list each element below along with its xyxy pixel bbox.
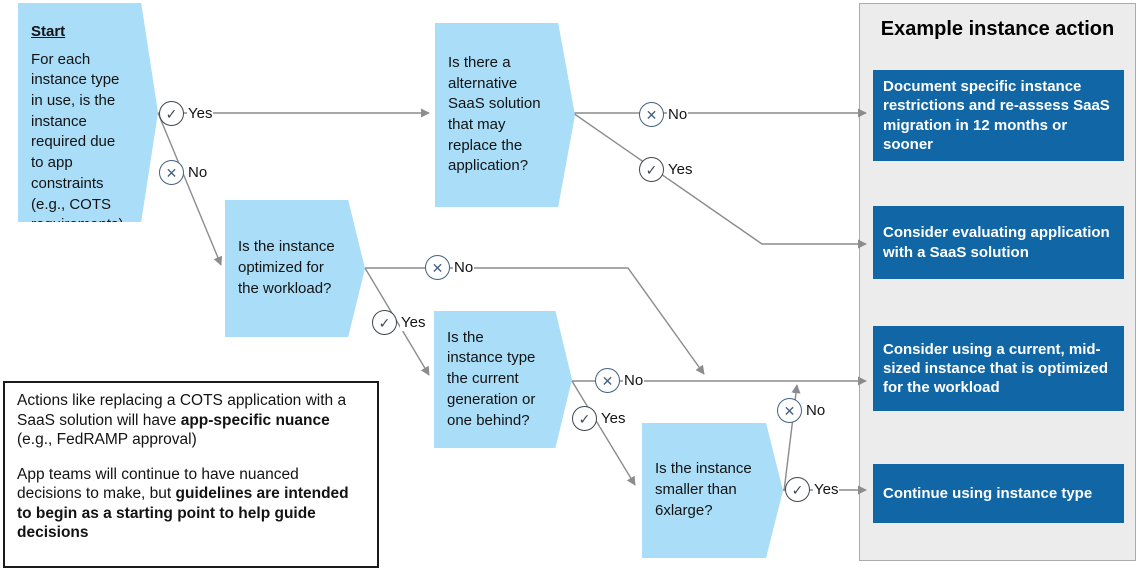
decision-smaller-than-6xlarge: Is the instance smaller than 6xlarge? — [642, 423, 783, 558]
action-text: Document specific instance restrictions … — [883, 78, 1110, 153]
branch-label-no: No — [453, 259, 475, 276]
branch-label-yes: Yes — [187, 105, 214, 122]
no-cross-icon: ✕ — [425, 255, 450, 280]
action-text: Consider using a current, mid-sized inst… — [883, 340, 1109, 397]
branch-6xlarge-yes: ✓ Yes — [785, 477, 840, 502]
decision-optimized-text: Is the instance optimized for the worklo… — [238, 238, 335, 297]
decision-optimized-workload: Is the instance optimized for the worklo… — [225, 200, 365, 337]
action-use-midsized-instance: Consider using a current, mid-sized inst… — [873, 326, 1124, 411]
decision-saas-text: Is there a alternative SaaS solution tha… — [448, 53, 541, 175]
no-cross-icon: ✕ — [639, 102, 664, 127]
example-action-panel: Example instance action Document specifi… — [859, 3, 1136, 561]
connector-generation-yes-to-sixxlarge — [571, 380, 636, 486]
no-cross-icon: ✕ — [595, 368, 620, 393]
yes-check-icon: ✓ — [372, 310, 397, 335]
branch-label-no: No — [187, 164, 209, 181]
branch-label-no: No — [805, 402, 827, 419]
note-paragraph-2: App teams will continue to have nuanced … — [17, 465, 349, 542]
branch-label-yes: Yes — [667, 161, 694, 178]
decision-saas-alternative: Is there a alternative SaaS solution tha… — [435, 23, 575, 207]
panel-title: Example instance action — [880, 18, 1115, 40]
branch-label-yes: Yes — [400, 314, 427, 331]
guidance-note-box: Actions like replacing a COTS applicatio… — [3, 381, 379, 568]
branch-label-yes: Yes — [813, 481, 840, 498]
no-cross-icon: ✕ — [777, 398, 802, 423]
start-question-text: For each instance type in use, is the in… — [31, 50, 124, 234]
action-text: Consider evaluating application with a S… — [883, 224, 1110, 261]
yes-check-icon: ✓ — [785, 477, 810, 502]
decision-current-generation: Is the instance type the current generat… — [434, 311, 572, 448]
branch-label-no: No — [667, 106, 689, 123]
connector-start-no-to-optimized — [157, 112, 223, 266]
yes-check-icon: ✓ — [639, 157, 664, 182]
branch-saas-no: ✕ No — [639, 102, 689, 127]
branch-generation-yes: ✓ Yes — [572, 406, 627, 431]
decision-6xlarge-text: Is the instance smaller than 6xlarge? — [655, 460, 752, 519]
yes-check-icon: ✓ — [572, 406, 597, 431]
branch-optimized-no: ✕ No — [425, 255, 475, 280]
branch-optimized-yes: ✓ Yes — [372, 310, 427, 335]
action-document-restrictions: Document specific instance restrictions … — [873, 70, 1124, 161]
branch-label-no: No — [623, 372, 645, 389]
branch-start-yes: ✓ Yes — [159, 101, 214, 126]
decision-generation-text: Is the instance type the current generat… — [447, 328, 536, 429]
branch-saas-yes: ✓ Yes — [639, 157, 694, 182]
action-evaluate-saas: Consider evaluating application with a S… — [873, 206, 1124, 279]
connector-saas-yes-to-action2 — [572, 112, 867, 249]
action-continue-instance-type: Continue using instance type — [873, 464, 1124, 523]
branch-6xlarge-no: ✕ No — [777, 398, 827, 423]
action-text: Continue using instance type — [883, 484, 1093, 502]
start-title: Start — [31, 23, 66, 40]
no-cross-icon: ✕ — [159, 160, 184, 185]
branch-generation-no: ✕ No — [595, 368, 645, 393]
yes-check-icon: ✓ — [159, 101, 184, 126]
branch-label-yes: Yes — [600, 410, 627, 427]
note-paragraph-1: Actions like replacing a COTS applicatio… — [17, 392, 347, 449]
branch-start-no: ✕ No — [159, 160, 209, 185]
start-node: Start For each instance type in use, is … — [18, 3, 158, 222]
